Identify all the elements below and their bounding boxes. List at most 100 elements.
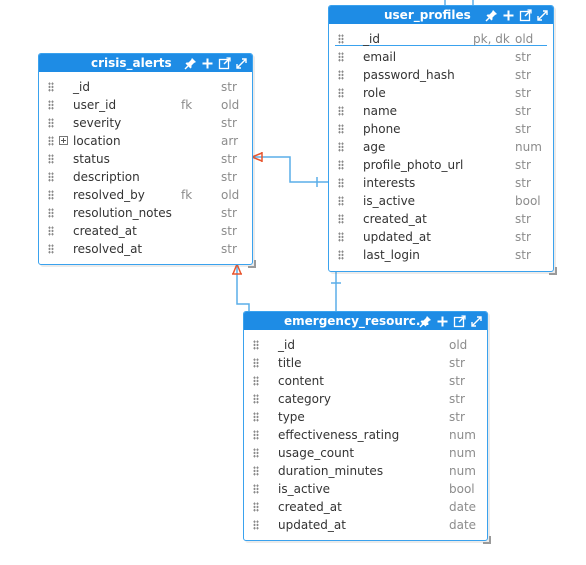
drag-handle-icon[interactable] (338, 178, 344, 188)
drag-handle-icon[interactable] (253, 430, 259, 440)
field-name: email (363, 50, 397, 64)
drag-handle-icon[interactable] (48, 82, 54, 92)
expand-nested-icon[interactable] (59, 136, 68, 145)
drag-handle-icon[interactable] (48, 154, 54, 164)
edit-icon[interactable] (519, 8, 532, 22)
drag-handle-icon[interactable] (48, 136, 54, 146)
drag-handle-icon[interactable] (253, 466, 259, 476)
field-type: str (515, 122, 531, 136)
drag-handle-icon[interactable] (253, 394, 259, 404)
drag-handle-icon[interactable] (48, 118, 54, 128)
drag-handle-icon[interactable] (253, 376, 259, 386)
drag-handle-icon[interactable] (48, 172, 54, 182)
entity-header[interactable]: crisis_alerts (39, 54, 252, 72)
pin-icon[interactable] (485, 9, 498, 22)
add-field-icon[interactable] (502, 9, 515, 22)
drag-handle-icon[interactable] (253, 412, 259, 422)
pin-icon[interactable] (419, 315, 432, 328)
entity-header[interactable]: emergency_resourc... (244, 312, 487, 330)
field-type: str (515, 50, 531, 64)
resize-handle[interactable] (483, 536, 491, 544)
expand-icon[interactable] (470, 315, 483, 328)
drag-handle-icon[interactable] (338, 142, 344, 152)
pin-icon[interactable] (184, 57, 197, 70)
drag-handle-icon[interactable] (253, 448, 259, 458)
expand-icon[interactable] (536, 9, 549, 22)
drag-handle-icon[interactable] (253, 340, 259, 350)
field-row[interactable]: email str (329, 48, 553, 66)
drag-handle-icon[interactable] (338, 88, 344, 98)
add-field-icon[interactable] (201, 57, 214, 70)
drag-handle-icon[interactable] (338, 106, 344, 116)
drag-handle-icon[interactable] (338, 52, 344, 62)
drag-handle-icon[interactable] (48, 100, 54, 110)
resize-handle[interactable] (248, 260, 256, 268)
drag-handle-icon[interactable] (253, 484, 259, 494)
field-type: date (449, 518, 477, 532)
edit-icon[interactable] (218, 56, 231, 70)
drag-handle-icon[interactable] (253, 502, 259, 512)
drag-handle-icon[interactable] (48, 208, 54, 218)
drag-handle-icon[interactable] (338, 250, 344, 260)
drag-handle-icon[interactable] (253, 520, 259, 530)
field-type: old (221, 98, 240, 112)
drag-handle-icon[interactable] (338, 232, 344, 242)
drag-handle-icon[interactable] (338, 196, 344, 206)
drag-handle-icon[interactable] (253, 358, 259, 368)
field-type: str (515, 212, 531, 226)
drag-handle-icon[interactable] (338, 214, 344, 224)
drag-handle-icon[interactable] (48, 190, 54, 200)
drag-handle-icon[interactable] (338, 34, 344, 44)
expand-icon[interactable] (235, 57, 248, 70)
drag-handle-icon[interactable] (338, 70, 344, 80)
drag-handle-icon[interactable] (338, 124, 344, 134)
drag-handle-icon[interactable] (48, 226, 54, 236)
relation-crisis-alerts-user-profiles[interactable] (252, 156, 329, 183)
resize-handle[interactable] (549, 267, 557, 275)
entity-header[interactable]: user_profiles (329, 6, 553, 24)
relation-crisis-alerts-emergency-resources[interactable] (236, 264, 250, 312)
drag-handle-icon[interactable] (338, 160, 344, 170)
add-field-icon[interactable] (436, 315, 449, 328)
edit-icon[interactable] (453, 314, 466, 328)
field-type: date (449, 500, 477, 514)
drag-handle-icon[interactable] (48, 244, 54, 254)
